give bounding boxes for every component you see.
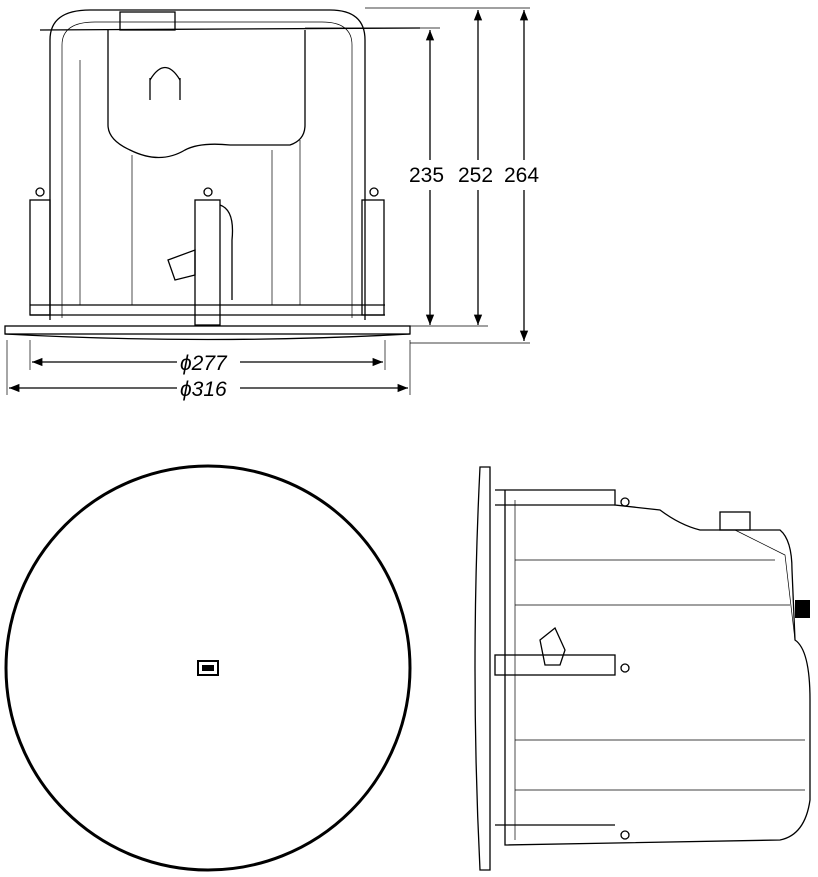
flange: [4, 325, 411, 335]
dimension-diameter-316: ϕ316: [180, 378, 227, 401]
enclosure-outline: [49, 9, 366, 320]
side-clamp: [494, 654, 616, 676]
terminal-knob: [795, 600, 810, 618]
dimension-lines: 235 252 264 ϕ277 ϕ316: [6, 10, 539, 401]
bottom-view: [4, 464, 412, 872]
dimension-diameter-277: ϕ277: [180, 352, 228, 375]
front-view: [4, 7, 530, 344]
mounting-clamp: [194, 199, 221, 326]
grille-circle: [4, 464, 412, 872]
dimension-264: 264: [504, 164, 539, 187]
side-flange: [474, 466, 491, 871]
label-plate: [119, 11, 176, 31]
logo-badge: [197, 660, 219, 676]
side-enclosure: [495, 489, 811, 846]
dimension-252: 252: [458, 164, 493, 187]
left-bracket: [29, 199, 51, 316]
cable-clamp: [149, 66, 181, 81]
dimension-235: 235: [409, 164, 444, 187]
terminal-housing: [107, 30, 306, 159]
side-view: [474, 466, 811, 871]
